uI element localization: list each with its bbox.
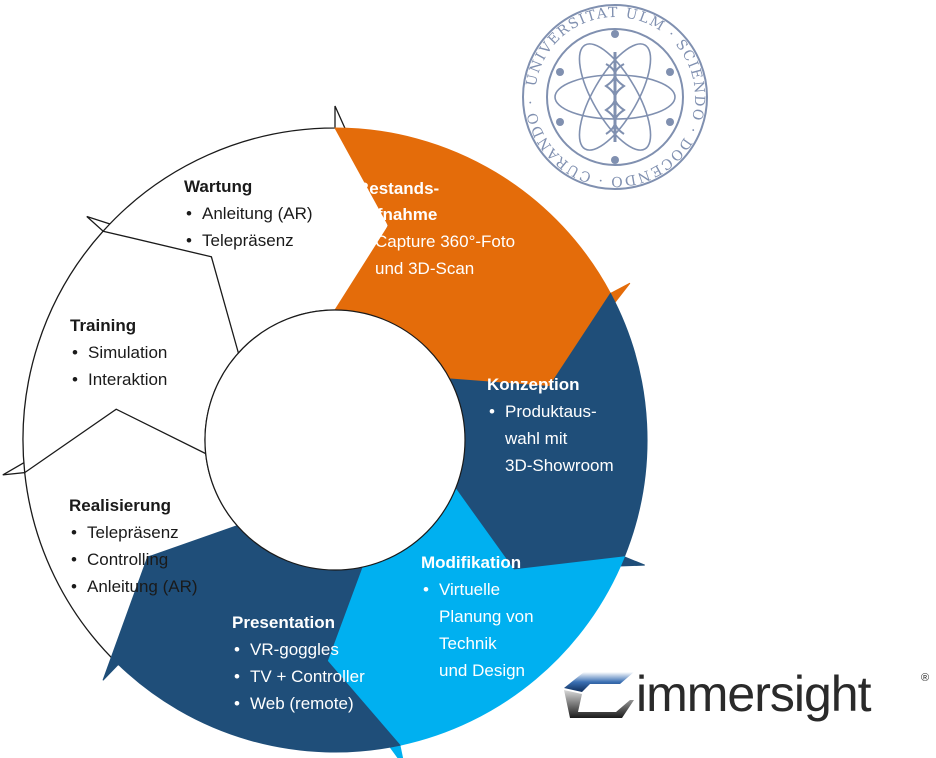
list-item: Anleitung (AR): [184, 200, 313, 227]
list-item: Controlling: [69, 546, 198, 573]
phase-title: Training: [70, 316, 137, 335]
registered-mark: ®: [921, 672, 930, 684]
phase-title: Modifikation: [421, 553, 522, 572]
phase-wartung: Wartung Anleitung (AR) Telepräsenz: [184, 174, 313, 254]
list-item: Technik: [439, 634, 497, 653]
phase-training: Training Simulation Interaktion: [70, 313, 167, 393]
list-item: VR-goggles: [232, 636, 365, 663]
list-item: Interaktion: [70, 366, 167, 393]
phase-title: Realisierung: [69, 496, 172, 515]
list-item: Planung von: [439, 607, 534, 626]
phase-title: Bestands- aufnahme: [357, 179, 440, 224]
phase-presentation: Presentation VR-goggles TV + Controller …: [232, 610, 365, 717]
phase-konzeption: Konzeption Produktaus- wahl mit 3D-Showr…: [487, 372, 614, 479]
list-item: Capture 360°-Foto: [357, 228, 515, 255]
phase-realisierung: Realisierung Telepräsenz Controlling Anl…: [69, 493, 198, 600]
immersight-logo-mark: [564, 672, 634, 718]
list-item: Telepräsenz: [184, 227, 313, 254]
phase-title: Presentation: [232, 613, 335, 632]
list-item: Produktaus-: [487, 398, 614, 425]
list-item: Telepräsenz: [69, 519, 198, 546]
list-item: und 3D-Scan: [375, 259, 475, 278]
list-item: Anleitung (AR): [69, 573, 198, 600]
phase-bestandsaufnahme: Bestands- aufnahme Capture 360°-Foto und…: [357, 176, 515, 282]
list-item: Web (remote): [232, 690, 365, 717]
list-item: 3D-Showroom: [505, 456, 614, 475]
list-item: und Design: [439, 661, 526, 680]
phase-title: Wartung: [184, 177, 253, 196]
phase-modifikation: Modifikation Virtuelle Planung von Techn…: [421, 550, 534, 684]
list-item: Virtuelle: [421, 576, 534, 603]
list-item: TV + Controller: [232, 663, 365, 690]
phase-title: Konzeption: [487, 375, 580, 394]
university-seal-logo: UNIVERSITÄT ULM · SCIENDO · DOCENDO · CU…: [522, 3, 708, 190]
list-item: Simulation: [70, 339, 167, 366]
cycle-center: [204, 309, 466, 571]
immersight-wordmark: immersight: [636, 666, 871, 722]
list-item: wahl mit: [505, 429, 568, 448]
